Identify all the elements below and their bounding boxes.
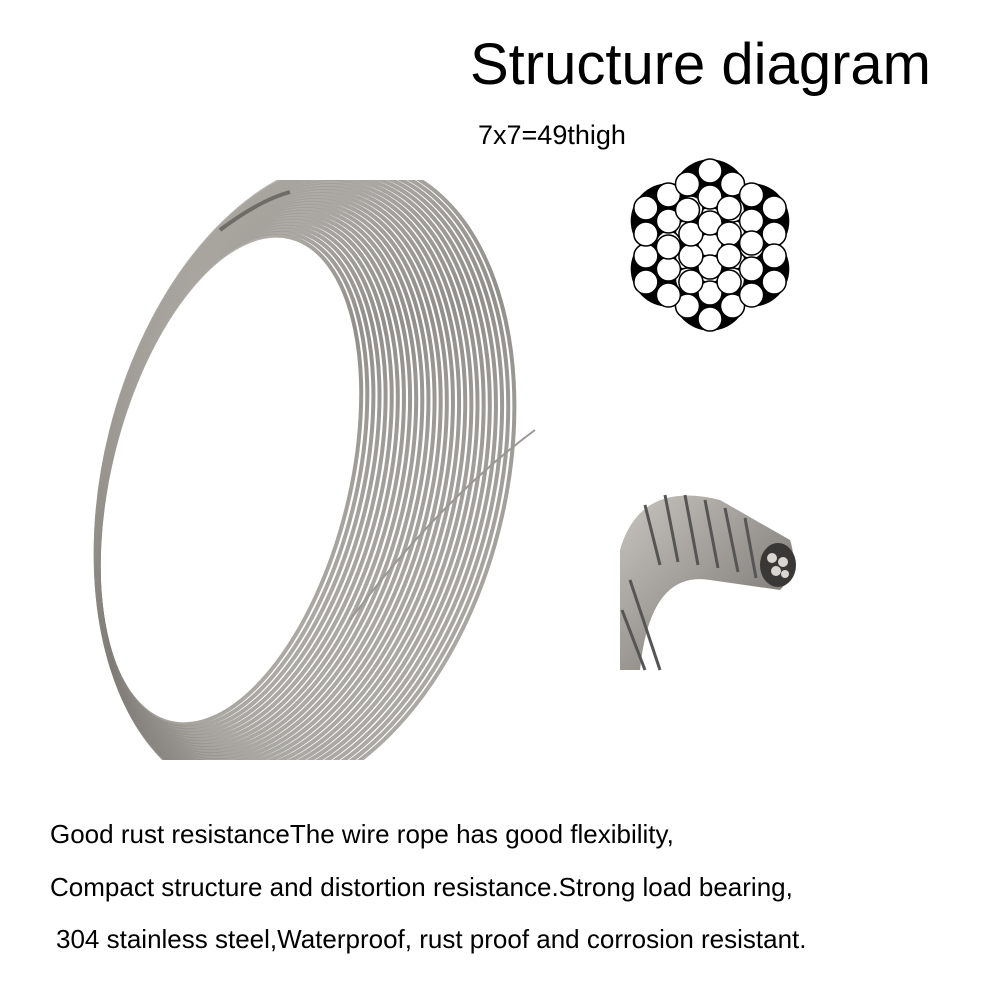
feature-line-1: Good rust resistanceThe wire rope has go… — [50, 819, 674, 849]
wire — [738, 208, 765, 234]
wire — [738, 182, 765, 208]
wire — [738, 282, 765, 308]
feature-line-2: Compact structure and distortion resista… — [50, 872, 793, 902]
wire — [633, 195, 659, 221]
wire — [655, 234, 682, 260]
feature-line-3: 304 stainless steel,Waterproof, rust pro… — [56, 924, 807, 954]
wire — [655, 182, 682, 208]
wire — [697, 210, 723, 236]
wire — [738, 256, 765, 282]
rope-end-closeup-image — [620, 494, 796, 671]
wire — [716, 221, 742, 247]
wire — [674, 171, 701, 197]
wire — [655, 256, 682, 282]
wire — [678, 243, 704, 269]
wire — [655, 282, 682, 308]
diagram-title: Structure diagram — [470, 32, 931, 97]
wire — [633, 243, 659, 269]
wire — [633, 269, 659, 295]
wire — [761, 243, 787, 269]
wire — [697, 254, 723, 280]
wire — [697, 280, 723, 306]
strand-formula: 7x7=49thigh — [478, 120, 626, 150]
wire — [716, 195, 742, 221]
wire — [697, 306, 723, 332]
wire — [674, 197, 701, 223]
wire — [655, 208, 682, 234]
wire — [697, 184, 723, 210]
coil-loop — [93, 180, 517, 760]
wire-rope-coil-image — [93, 180, 536, 760]
wire — [633, 221, 659, 247]
rope-cross-section-diagram — [630, 158, 790, 332]
wire — [716, 243, 742, 269]
wire — [716, 269, 742, 295]
wire — [761, 269, 787, 295]
wire — [738, 230, 765, 256]
wire — [761, 195, 787, 221]
wire — [678, 269, 704, 295]
wire — [697, 158, 723, 184]
wire — [761, 221, 787, 247]
